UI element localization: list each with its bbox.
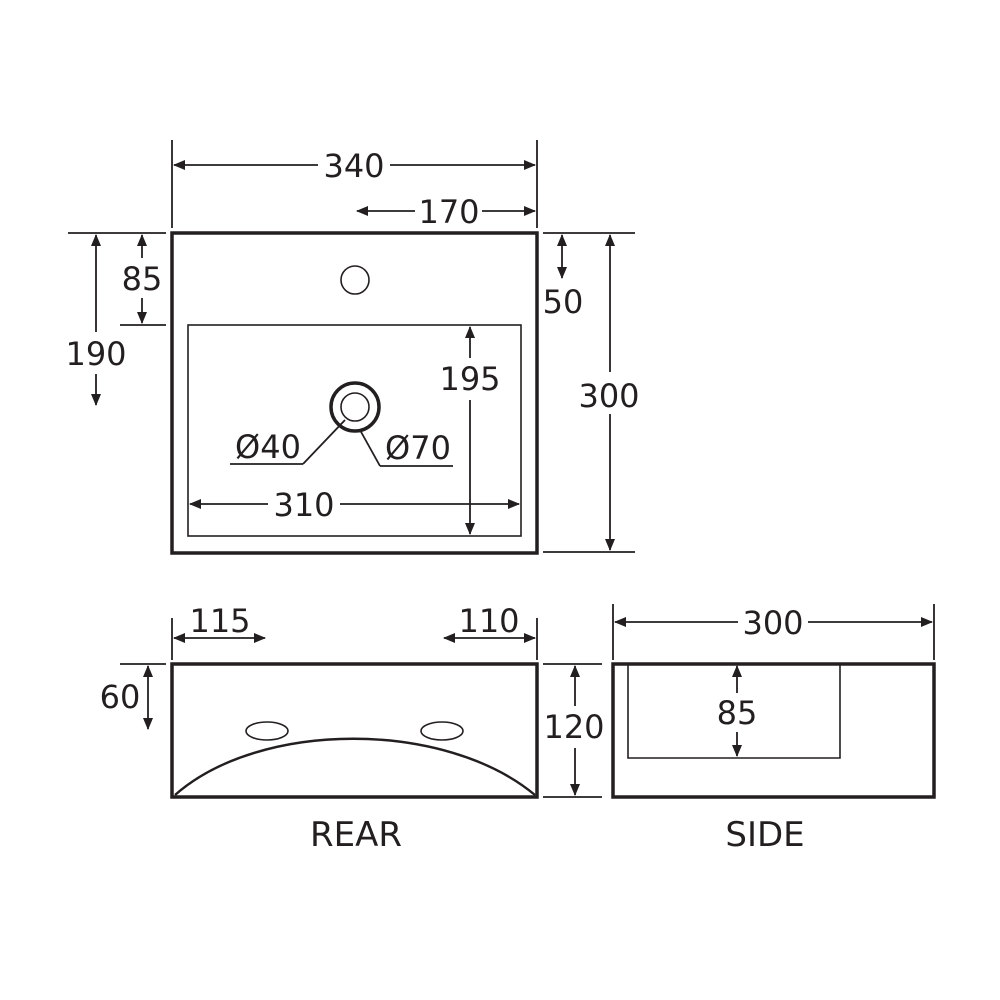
rear-view: 115 110 60 120 REAR (100, 602, 605, 855)
bowl-outline (187, 324, 522, 537)
side-outline (611, 662, 936, 799)
dim-hole-edge-50: 50 (543, 283, 584, 321)
rear-caption: REAR (310, 815, 402, 855)
dim-rear-height-120: 120 (543, 708, 604, 746)
rear-hole-left (245, 721, 289, 741)
dim-hole-depth-85: 85 (122, 260, 163, 298)
basin-outline (170, 231, 539, 555)
waste-outer (329, 381, 381, 433)
top-view: 340 170 85 190 50 300 195 Ø40 Ø70 (65, 140, 640, 555)
rear-arch (174, 737, 536, 796)
dim-side-width-300: 300 (742, 604, 803, 642)
dim-hole-offset-170: 170 (418, 193, 479, 231)
rear-outline (170, 662, 539, 799)
side-view: 300 85 SIDE (611, 604, 936, 855)
side-caption: SIDE (725, 815, 804, 855)
dim-rear-left-115: 115 (189, 602, 250, 640)
dim-bowl-depth-195: 195 (439, 360, 500, 398)
rear-hole-right (420, 721, 464, 741)
dim-waste-inner-40: Ø40 (235, 428, 301, 466)
dim-width-340: 340 (323, 147, 384, 185)
dim-waste-depth-190: 190 (65, 335, 126, 373)
tap-hole (340, 265, 370, 295)
dim-bowl-width-310: 310 (273, 486, 334, 524)
dim-depth-300: 300 (578, 377, 639, 415)
dim-rear-right-110: 110 (458, 602, 519, 640)
waste-inner (340, 392, 370, 422)
dim-side-bowl-85: 85 (717, 694, 758, 732)
side-bowl (627, 664, 841, 759)
dim-rear-hole-60: 60 (100, 678, 141, 716)
dim-waste-outer-70: Ø70 (385, 429, 451, 467)
